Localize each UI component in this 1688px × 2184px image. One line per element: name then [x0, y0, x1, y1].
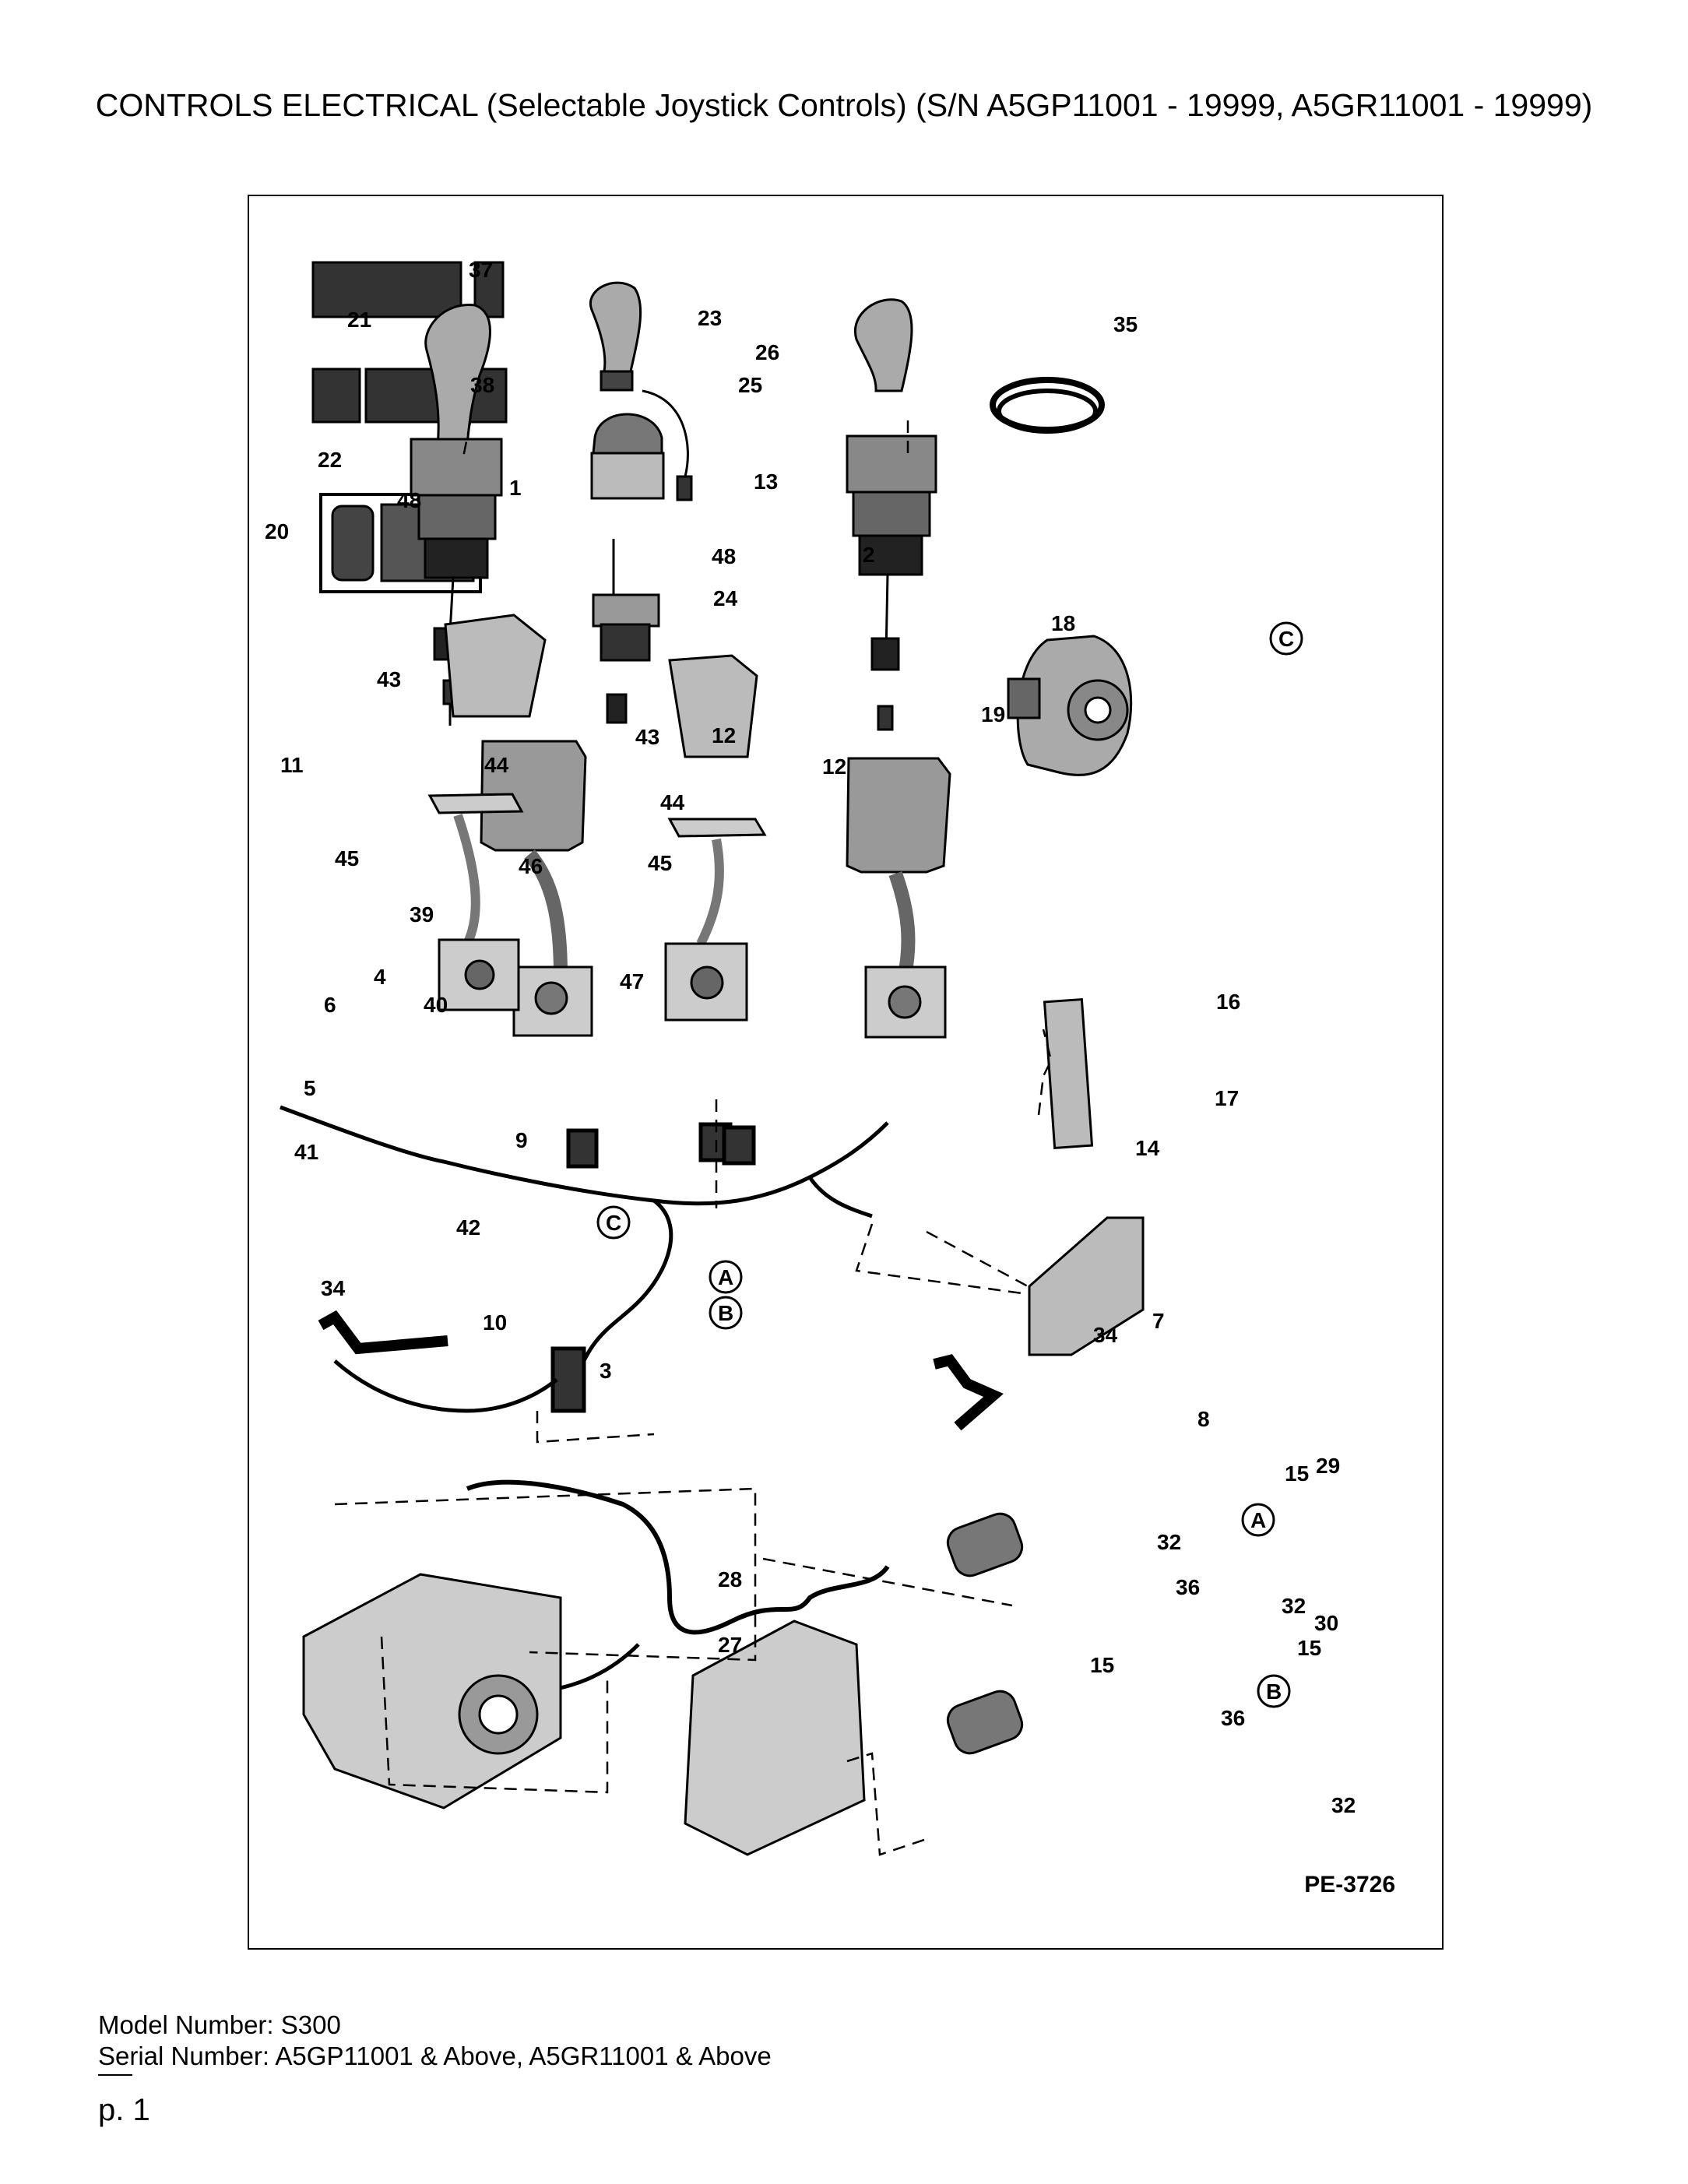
callout-26: 25 [738, 373, 762, 397]
diagram-canvas: 37 21 38 22 1 20 23 25 13 24 48 12 43 44… [265, 258, 1356, 1856]
callout-7: 7 [1152, 1309, 1165, 1333]
callout-32a: 32 [1282, 1594, 1306, 1618]
exploded-parts-diagram: 37 21 38 22 1 20 23 25 13 24 48 12 43 44… [248, 195, 1444, 1950]
callout-34a: 34 [321, 1276, 346, 1300]
connector-c-top: C [1278, 627, 1294, 651]
callout-36a: 36 [1176, 1575, 1200, 1599]
callout-38: 40 [424, 993, 448, 1017]
callout-16: 15 [1090, 1653, 1114, 1677]
model-number: Model Number: S300 [98, 2010, 341, 2039]
callout-37: 39 [410, 902, 434, 927]
mount-17 [1043, 997, 1094, 1150]
harness-16 [466, 1479, 890, 1635]
callout-44b: 44 [660, 790, 685, 814]
decal-41 [311, 261, 462, 318]
callout-12r: 12 [822, 754, 846, 779]
callout-22: 21 [347, 308, 371, 332]
callout-27: 26 [755, 340, 779, 364]
callout-24: 23 [698, 306, 722, 330]
footer-divider [98, 2074, 132, 2076]
callout-10: 10 [483, 1310, 507, 1335]
callout-14: 14 [1135, 1136, 1160, 1160]
callout-28: 27 [718, 1633, 742, 1657]
serial-number: Serial Number: A5GP11001 & Above, A5GR11… [98, 2042, 772, 2070]
callout-34b: 34 [1093, 1323, 1118, 1347]
decal-42 [311, 368, 361, 424]
actuator-15-b [946, 1690, 1024, 1755]
callout-4: 4 [374, 965, 386, 989]
page-number: p. 1 [98, 2093, 150, 2127]
callout-31: 30 [1314, 1611, 1338, 1635]
callout-33: 32 [1157, 1530, 1181, 1554]
callout-48b: 48 [712, 544, 736, 568]
connector-a-harness: A [718, 1265, 733, 1289]
callout-36b: 36 [1221, 1706, 1245, 1730]
callout-25: 24 [713, 586, 738, 610]
callout-29: 28 [718, 1567, 742, 1591]
callout-21: 20 [265, 519, 289, 543]
right-joystick-assembly [846, 298, 937, 731]
dashed-leader-lines [334, 420, 1053, 1856]
page-title: CONTROLS ELECTRICAL (Selectable Joystick… [95, 87, 1593, 123]
callout-46: 46 [519, 854, 543, 878]
callout-18: 17 [1215, 1086, 1239, 1110]
callout-20: 19 [981, 702, 1005, 726]
controller-7 [1028, 1216, 1145, 1356]
connector-b-harness: B [718, 1301, 733, 1325]
callout-17: 16 [1216, 990, 1240, 1014]
callout-11: 11 [280, 753, 304, 777]
diagram-reference-code: PE-3726 [1304, 1872, 1395, 1897]
connector-markers: C C A B A B [596, 621, 1303, 1708]
callout-5: 5 [304, 1076, 316, 1100]
callout-3: 3 [600, 1359, 612, 1383]
callout-9: 9 [515, 1128, 528, 1152]
callout-15b: 15 [1297, 1636, 1321, 1660]
main-harness-9 [280, 1105, 889, 1413]
connector-c-harness: C [606, 1211, 621, 1235]
callout-8: 8 [1197, 1407, 1210, 1431]
connector-a-actuator: A [1250, 1508, 1266, 1532]
callout-42: 38 [470, 373, 494, 397]
callout-45b: 45 [648, 851, 672, 875]
center-joystick-assembly [589, 281, 693, 724]
control-valve [684, 1620, 866, 1856]
actuator-15-a [946, 1512, 1024, 1577]
callout-23: 22 [318, 448, 342, 472]
callout-47: 47 [620, 969, 644, 994]
callout-43a: 43 [377, 667, 401, 691]
callout-30: 29 [1316, 1454, 1340, 1478]
callout-35: 35 [1113, 312, 1138, 336]
cover-43-left [444, 614, 547, 718]
callout-44a: 44 [484, 753, 509, 777]
connector-b-actuator: B [1266, 1679, 1282, 1704]
hex-wrench-34-right [933, 1354, 1004, 1431]
callout-6: 6 [324, 993, 336, 1017]
hex-wrench-34-left [318, 1310, 448, 1355]
callout-41: 37 [469, 258, 493, 282]
callout-labels: 37 21 38 22 1 20 23 25 13 24 48 12 43 44… [265, 258, 1356, 1817]
callout-2: 2 [863, 543, 875, 567]
callout-40: 42 [456, 1215, 480, 1240]
callout-1: 1 [509, 476, 522, 500]
left-joystick-assembly [410, 304, 503, 726]
callout-43b: 43 [635, 725, 659, 749]
diagram-artwork [280, 261, 1145, 1856]
callout-19: 18 [1051, 611, 1075, 635]
tower-11 [480, 740, 587, 852]
callout-12: 12 [712, 723, 736, 747]
callout-48a: 48 [397, 488, 421, 512]
tower-12 [846, 757, 951, 874]
cover-43-right [668, 654, 758, 758]
callout-15a: 15 [1285, 1461, 1309, 1486]
callout-39: 41 [294, 1140, 318, 1164]
callout-45a: 45 [335, 846, 359, 870]
callout-32b: 32 [1331, 1793, 1356, 1817]
callout-13: 13 [754, 470, 778, 494]
